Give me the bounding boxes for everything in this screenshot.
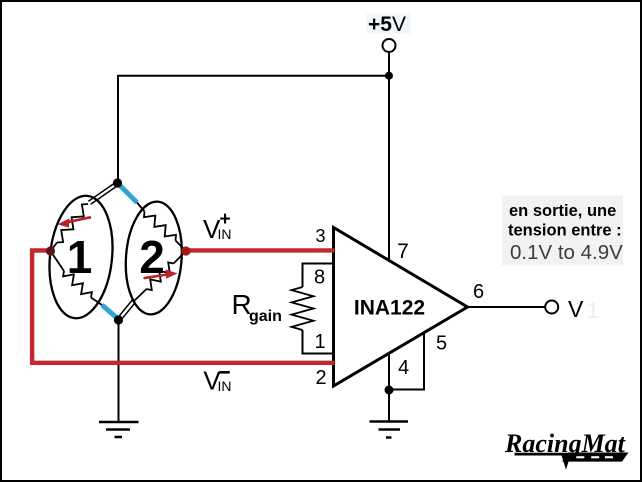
svg-text:6: 6 [473,281,484,303]
svg-text:1: 1 [587,298,599,323]
svg-text:V: V [203,214,221,244]
svg-text:0.1V to 4.9V: 0.1V to 4.9V [510,241,623,264]
svg-text:8: 8 [314,267,325,289]
svg-text:2: 2 [139,231,165,283]
svg-text:IN: IN [218,378,232,394]
svg-text:4: 4 [398,357,409,379]
svg-text:INA122: INA122 [354,297,425,320]
svg-text:V: V [568,296,584,322]
svg-text:1: 1 [67,231,93,283]
svg-text:+: + [220,209,231,230]
svg-text:3: 3 [315,226,325,246]
svg-text:tension entre :: tension entre : [508,222,622,240]
svg-text:IN: IN [218,226,232,242]
svg-text:R: R [232,289,252,320]
svg-text:en sortie, une: en sortie, une [509,202,616,220]
svg-text:7: 7 [397,240,409,263]
svg-text:5: 5 [436,333,447,355]
svg-text:gain: gain [249,308,282,325]
svg-text:2: 2 [315,367,326,389]
svg-text:+5V: +5V [368,13,406,36]
svg-text:1: 1 [314,331,325,353]
svg-text:V: V [203,366,221,396]
